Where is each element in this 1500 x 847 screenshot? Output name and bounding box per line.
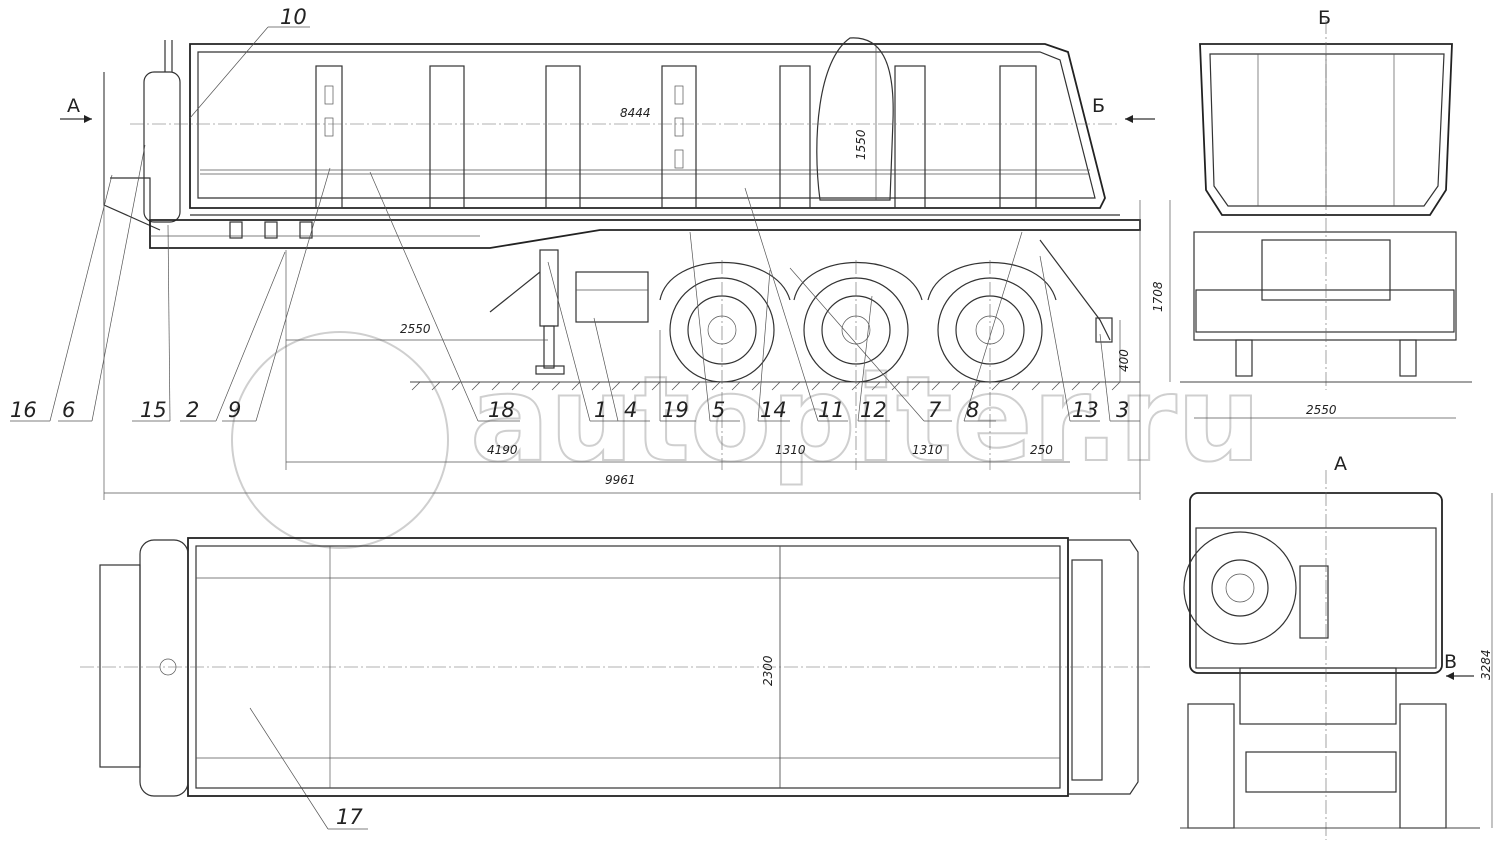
- section-markers: А Б: [60, 95, 1155, 123]
- dim-body-width: 2300: [761, 655, 775, 686]
- watermark-text: autopiter.ru: [470, 350, 1261, 488]
- callout-leaders: [10, 26, 1140, 830]
- section-a-label: А: [67, 95, 80, 117]
- callout-5: 5: [712, 398, 725, 422]
- top-view: 2300: [80, 537, 1150, 797]
- callout-16: 16: [10, 398, 37, 422]
- callout-18: 18: [488, 398, 515, 422]
- dim-body-length: 8444: [620, 106, 651, 120]
- callout-8: 8: [966, 398, 979, 422]
- dim-rear-offset: 250: [1030, 443, 1053, 457]
- dim-frame-height: 1708: [1151, 281, 1165, 312]
- callout-7: 7: [928, 398, 942, 422]
- callout-15: 15: [140, 398, 167, 422]
- dim-overall-height: 3284: [1479, 649, 1493, 680]
- side-view-dimensions: 8444 9961 4190 2550 1310 1310 250 1550 1…: [400, 106, 1165, 487]
- side-view: [103, 37, 1171, 500]
- callout-3: 3: [1116, 398, 1129, 422]
- callouts: 16 6 15 2 9 18 1 4 19 5 14 11 12 7 8 13 …: [10, 5, 1129, 829]
- dim-front-overhang: 2550: [400, 322, 431, 336]
- callout-2: 2: [186, 398, 199, 422]
- dim-tailgate-height: 1550: [854, 129, 868, 160]
- view-a-title: А: [1334, 453, 1347, 475]
- watermark: autopiter.ru: [231, 331, 1262, 549]
- view-a: А 3284 В: [1180, 453, 1493, 840]
- dim-axle-spacing-1: 1310: [775, 443, 806, 457]
- view-b: Б 2550: [1180, 7, 1472, 419]
- view-b-front-label: В: [1444, 651, 1457, 673]
- callout-14: 14: [760, 398, 787, 422]
- dim-rear-track: 2550: [1306, 403, 1337, 417]
- dim-ground-clearance: 400: [1117, 349, 1131, 372]
- callout-9: 9: [228, 398, 241, 422]
- view-b-title: Б: [1318, 7, 1331, 29]
- callout-12: 12: [860, 398, 887, 422]
- callout-17: 17: [336, 805, 363, 829]
- callout-6: 6: [62, 398, 75, 422]
- callout-4: 4: [624, 398, 637, 422]
- callout-19: 19: [662, 398, 689, 422]
- dim-kingpin-to-axle: 4190: [487, 443, 518, 457]
- section-b-label: Б: [1092, 95, 1105, 117]
- callout-11: 11: [818, 398, 845, 422]
- callout-10: 10: [280, 5, 307, 29]
- callout-1: 1: [594, 398, 607, 422]
- callout-13: 13: [1072, 398, 1099, 422]
- dim-axle-spacing-2: 1310: [912, 443, 943, 457]
- dim-overall-length: 9961: [605, 473, 636, 487]
